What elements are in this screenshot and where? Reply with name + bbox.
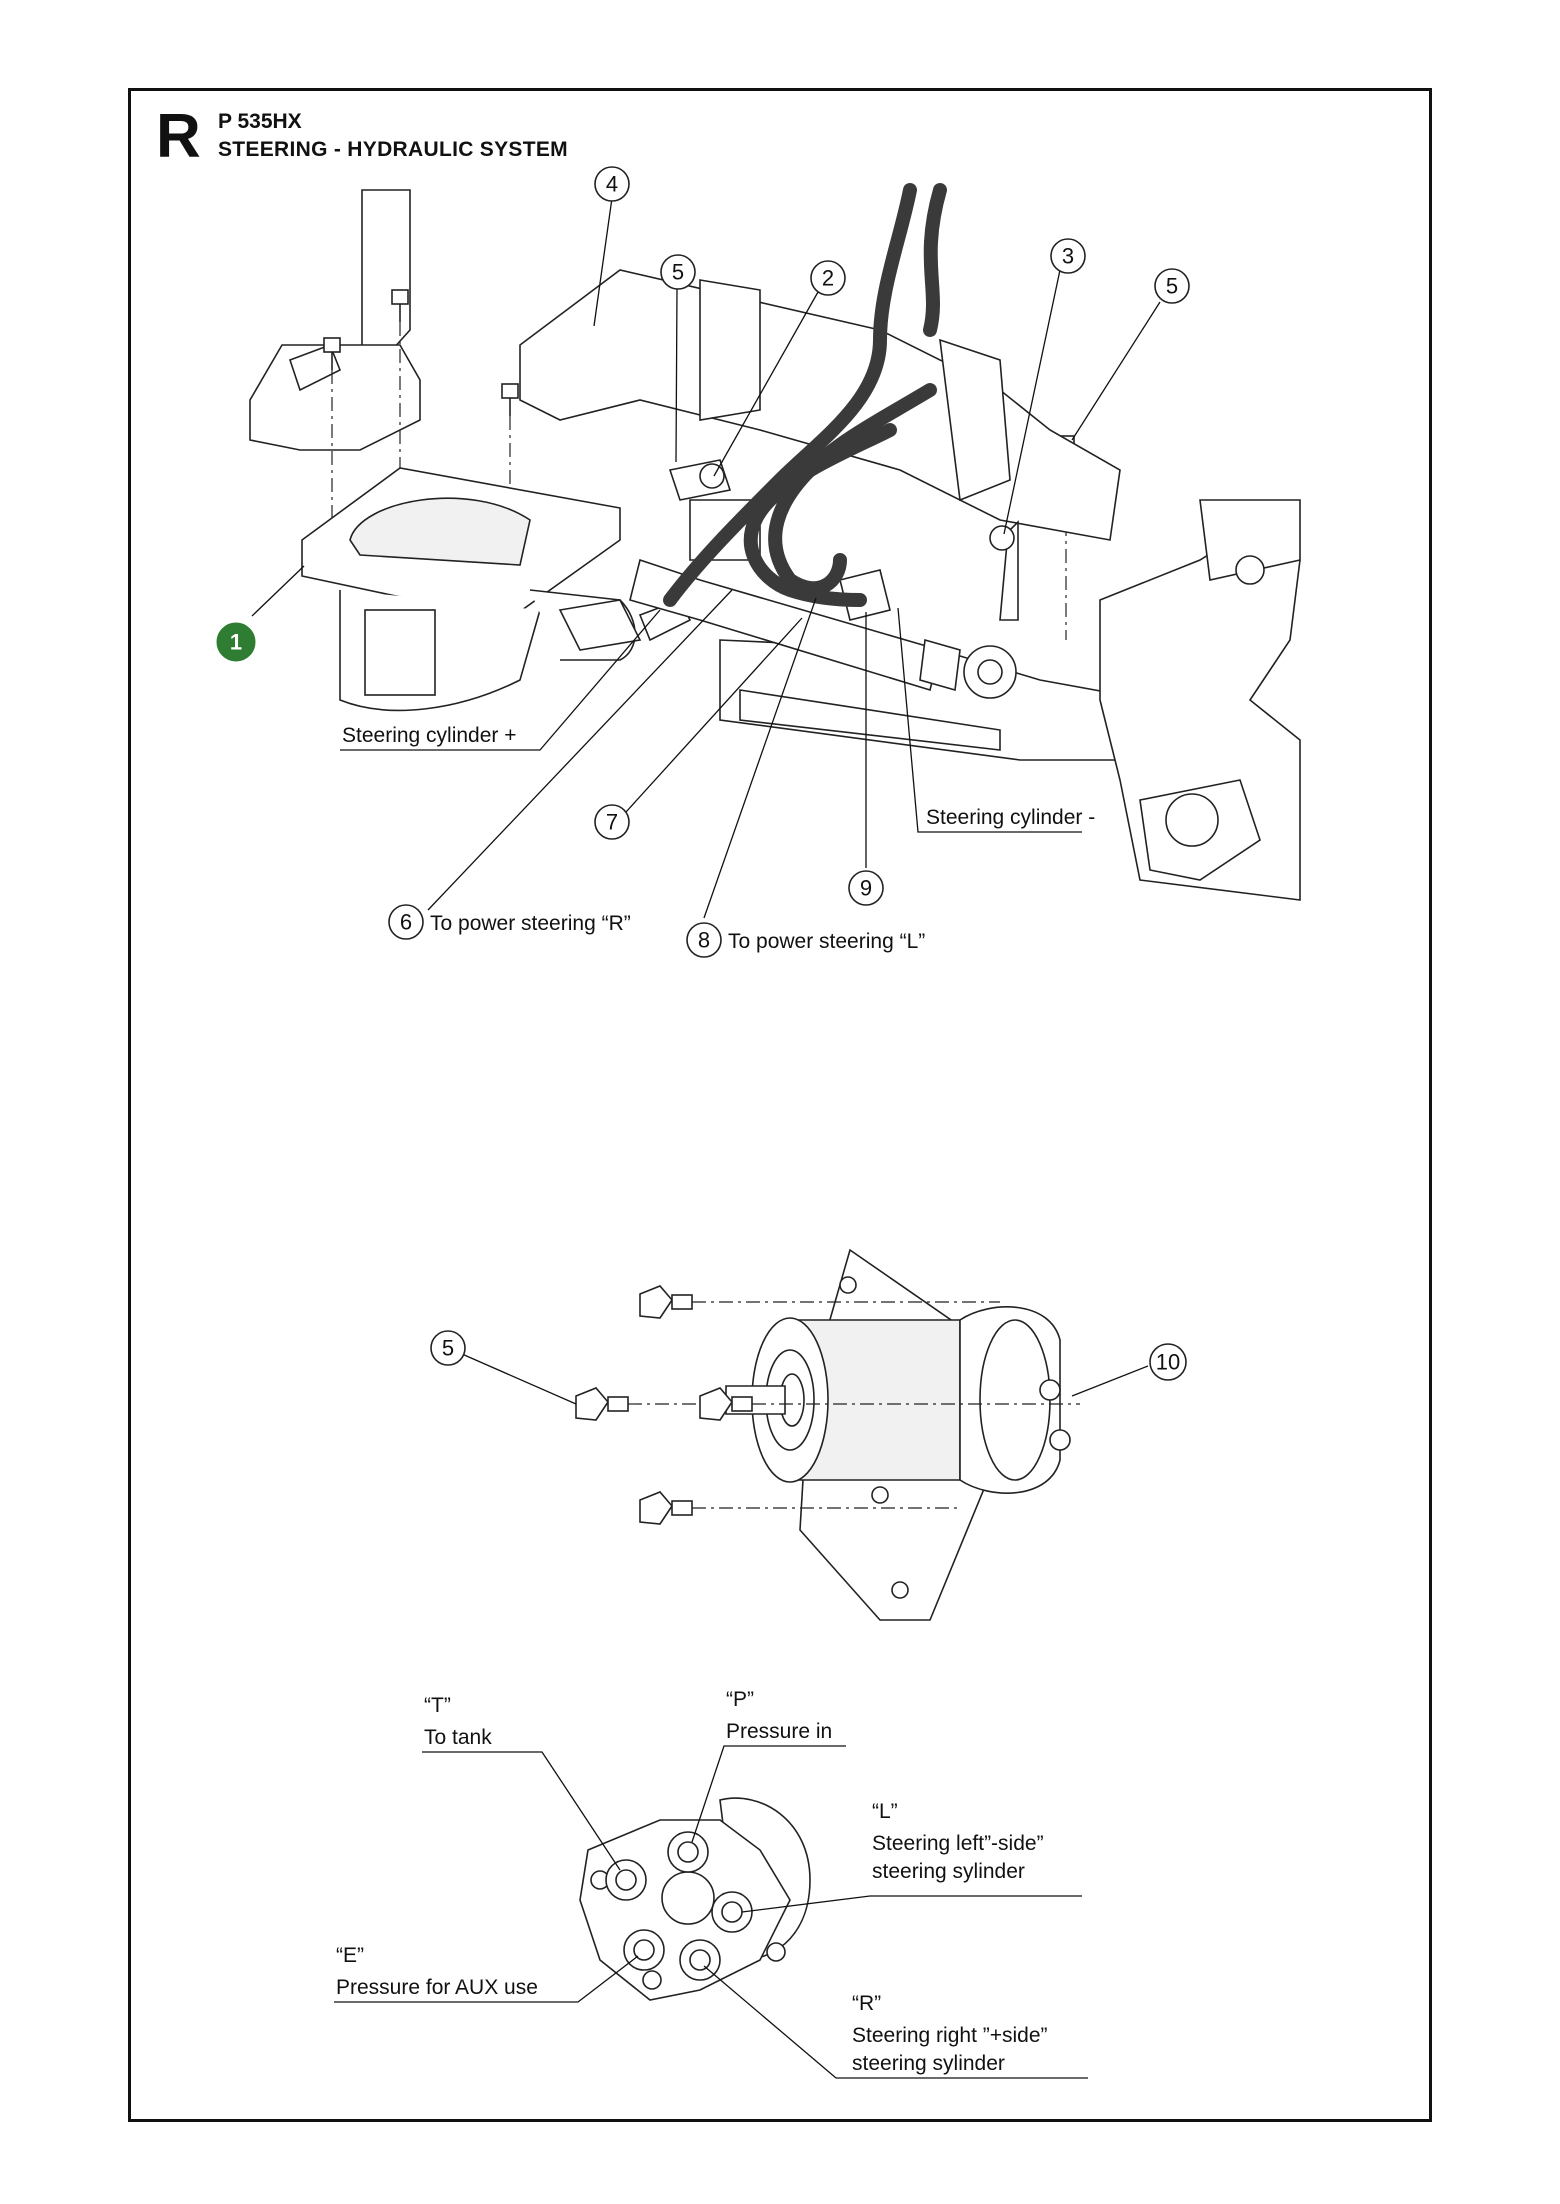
steering-assembly-drawing (249, 183, 1301, 901)
callout-circle-4: 4 (594, 166, 630, 202)
callout-5b-number: 5 (1166, 274, 1178, 299)
section-letter: R (156, 102, 201, 171)
label-to-power-steering-r: To power steering “R” (430, 912, 631, 935)
port-view-drawing (579, 1797, 811, 2001)
leader-lines-middle (461, 1353, 1149, 1405)
port-p-description: Pressure in (726, 1720, 832, 1743)
callout-1-number: 1 (230, 630, 242, 655)
port-e-code: “E” (336, 1944, 364, 1967)
page-frame (128, 88, 1432, 2122)
leader-lines-top (251, 197, 1161, 919)
port-r-description-2: steering sylinder (852, 2052, 1005, 2075)
callout-circle-2: 2 (810, 260, 846, 296)
callout-9-number: 9 (860, 876, 872, 901)
callout-7-number: 7 (606, 810, 618, 835)
label-steering-cylinder-minus: Steering cylinder - (926, 806, 1095, 829)
port-r-code: “R” (852, 1992, 881, 2015)
callout-circle-3: 3 (1050, 238, 1086, 274)
callout-5a-number: 5 (672, 260, 684, 285)
port-e-description: Pressure for AUX use (336, 1976, 538, 1999)
callout-circle-8: 8 (686, 922, 722, 958)
leader-lines-bottom (334, 1745, 1088, 2079)
port-t-code: “T” (424, 1694, 451, 1717)
callout-circle-6: 6 (388, 904, 424, 940)
callout-circle-9: 9 (848, 870, 884, 906)
callout-circle-10: 10 (1149, 1343, 1187, 1381)
callout-8-number: 8 (698, 928, 710, 953)
callout-circle-1: 1 (216, 622, 256, 662)
port-r-description-1: Steering right ”+side” (852, 2024, 1048, 2047)
label-steering-cylinder-plus: Steering cylinder + (342, 724, 517, 747)
callout-circle-5b: 5 (1154, 268, 1190, 304)
port-t-description: To tank (424, 1726, 492, 1749)
power-steering-unit (575, 1248, 1080, 1621)
model-name: P 535HX (218, 110, 302, 133)
callout-3-number: 3 (1062, 244, 1074, 269)
callout-circle-5c: 5 (430, 1330, 466, 1366)
callout-5c-number: 5 (442, 1336, 454, 1361)
port-l-description-2: steering sylinder (872, 1860, 1025, 1883)
callout-10-number: 10 (1156, 1350, 1180, 1375)
port-l-code: “L” (872, 1800, 898, 1823)
port-l-description-1: Steering left”-side” (872, 1832, 1044, 1855)
callout-2-number: 2 (822, 266, 834, 291)
callout-circle-7: 7 (594, 804, 630, 840)
page-title: STEERING - HYDRAULIC SYSTEM (218, 138, 568, 161)
callout-circle-5a: 5 (660, 254, 696, 290)
callout-4-number: 4 (606, 172, 618, 197)
label-to-power-steering-l: To power steering “L” (728, 930, 925, 953)
callout-6-number: 6 (400, 910, 412, 935)
port-p-code: “P” (726, 1688, 754, 1711)
